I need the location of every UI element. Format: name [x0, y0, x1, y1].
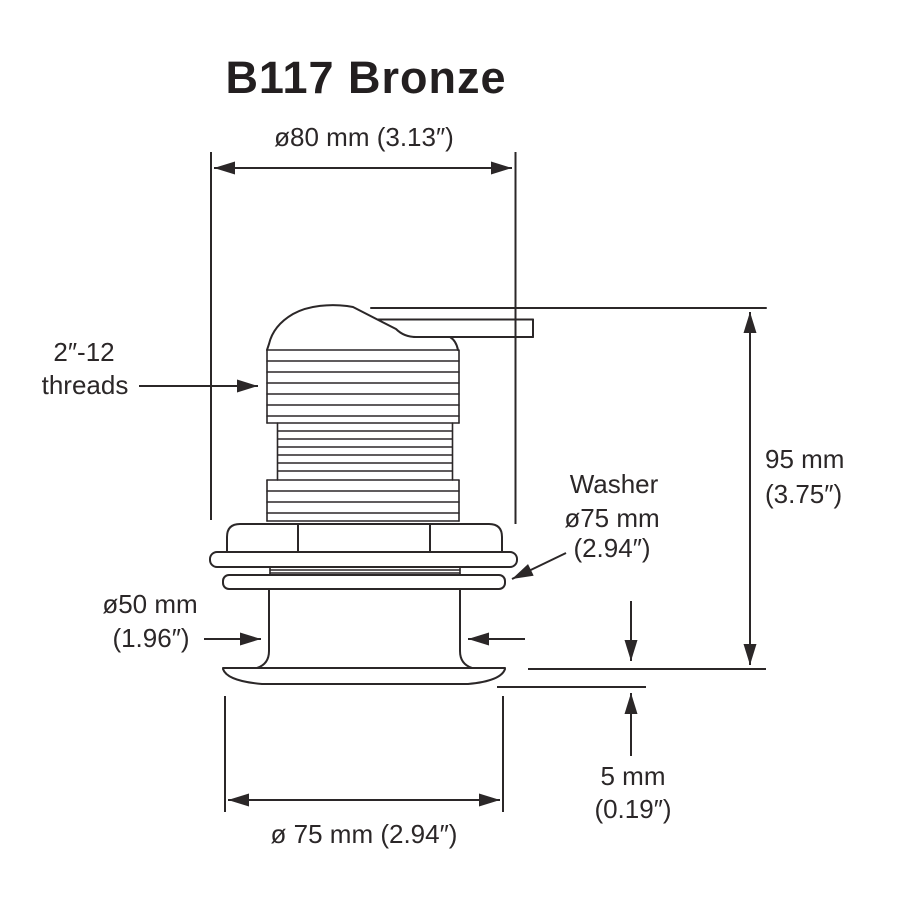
page-title: B117 Bronze: [225, 52, 506, 103]
threads-sliver: [269, 566, 461, 576]
flange-plate: [209, 551, 518, 568]
dim-bottom-diameter: [224, 696, 504, 812]
cable: [370, 307, 767, 338]
height-label-line2: (3.75″): [765, 479, 842, 509]
stem: [256, 588, 473, 669]
top-diameter-label: ø80 mm (3.13″): [274, 122, 454, 152]
flange-thickness-label-line2: (0.19″): [594, 794, 671, 824]
thread-spec-label-line2: threads: [42, 370, 129, 400]
bottom-flange: [222, 667, 506, 685]
washer: [222, 574, 506, 590]
dimension-labels: ø80 mm (3.13″) 2″-12 threads 95 mm (3.75…: [42, 122, 845, 849]
threads-upper: [266, 349, 460, 424]
bottom-diameter-label: ø 75 mm (2.94″): [271, 819, 458, 849]
dome-outline: [266, 304, 459, 351]
hex-nut: [226, 523, 503, 553]
washer-label-line3: (2.94″): [573, 533, 650, 563]
transducer-drawing: [209, 304, 767, 685]
dim-top-diameter: [210, 152, 517, 524]
stem-diameter-label-line2: (1.96″): [112, 623, 189, 653]
height-label-line1: 95 mm: [765, 444, 844, 474]
flange-thickness-label-line1: 5 mm: [601, 761, 666, 791]
washer-leader: [511, 552, 567, 580]
washer-label-line2: ø75 mm: [564, 503, 659, 533]
washer-label-line1: Washer: [570, 469, 659, 499]
thread-spec-label-line1: 2″-12: [53, 337, 114, 367]
body-middle: [276, 422, 454, 481]
dim-flange-thickness: [497, 601, 766, 756]
stem-diameter-label-line1: ø50 mm: [102, 589, 197, 619]
threads-lower: [266, 479, 460, 522]
